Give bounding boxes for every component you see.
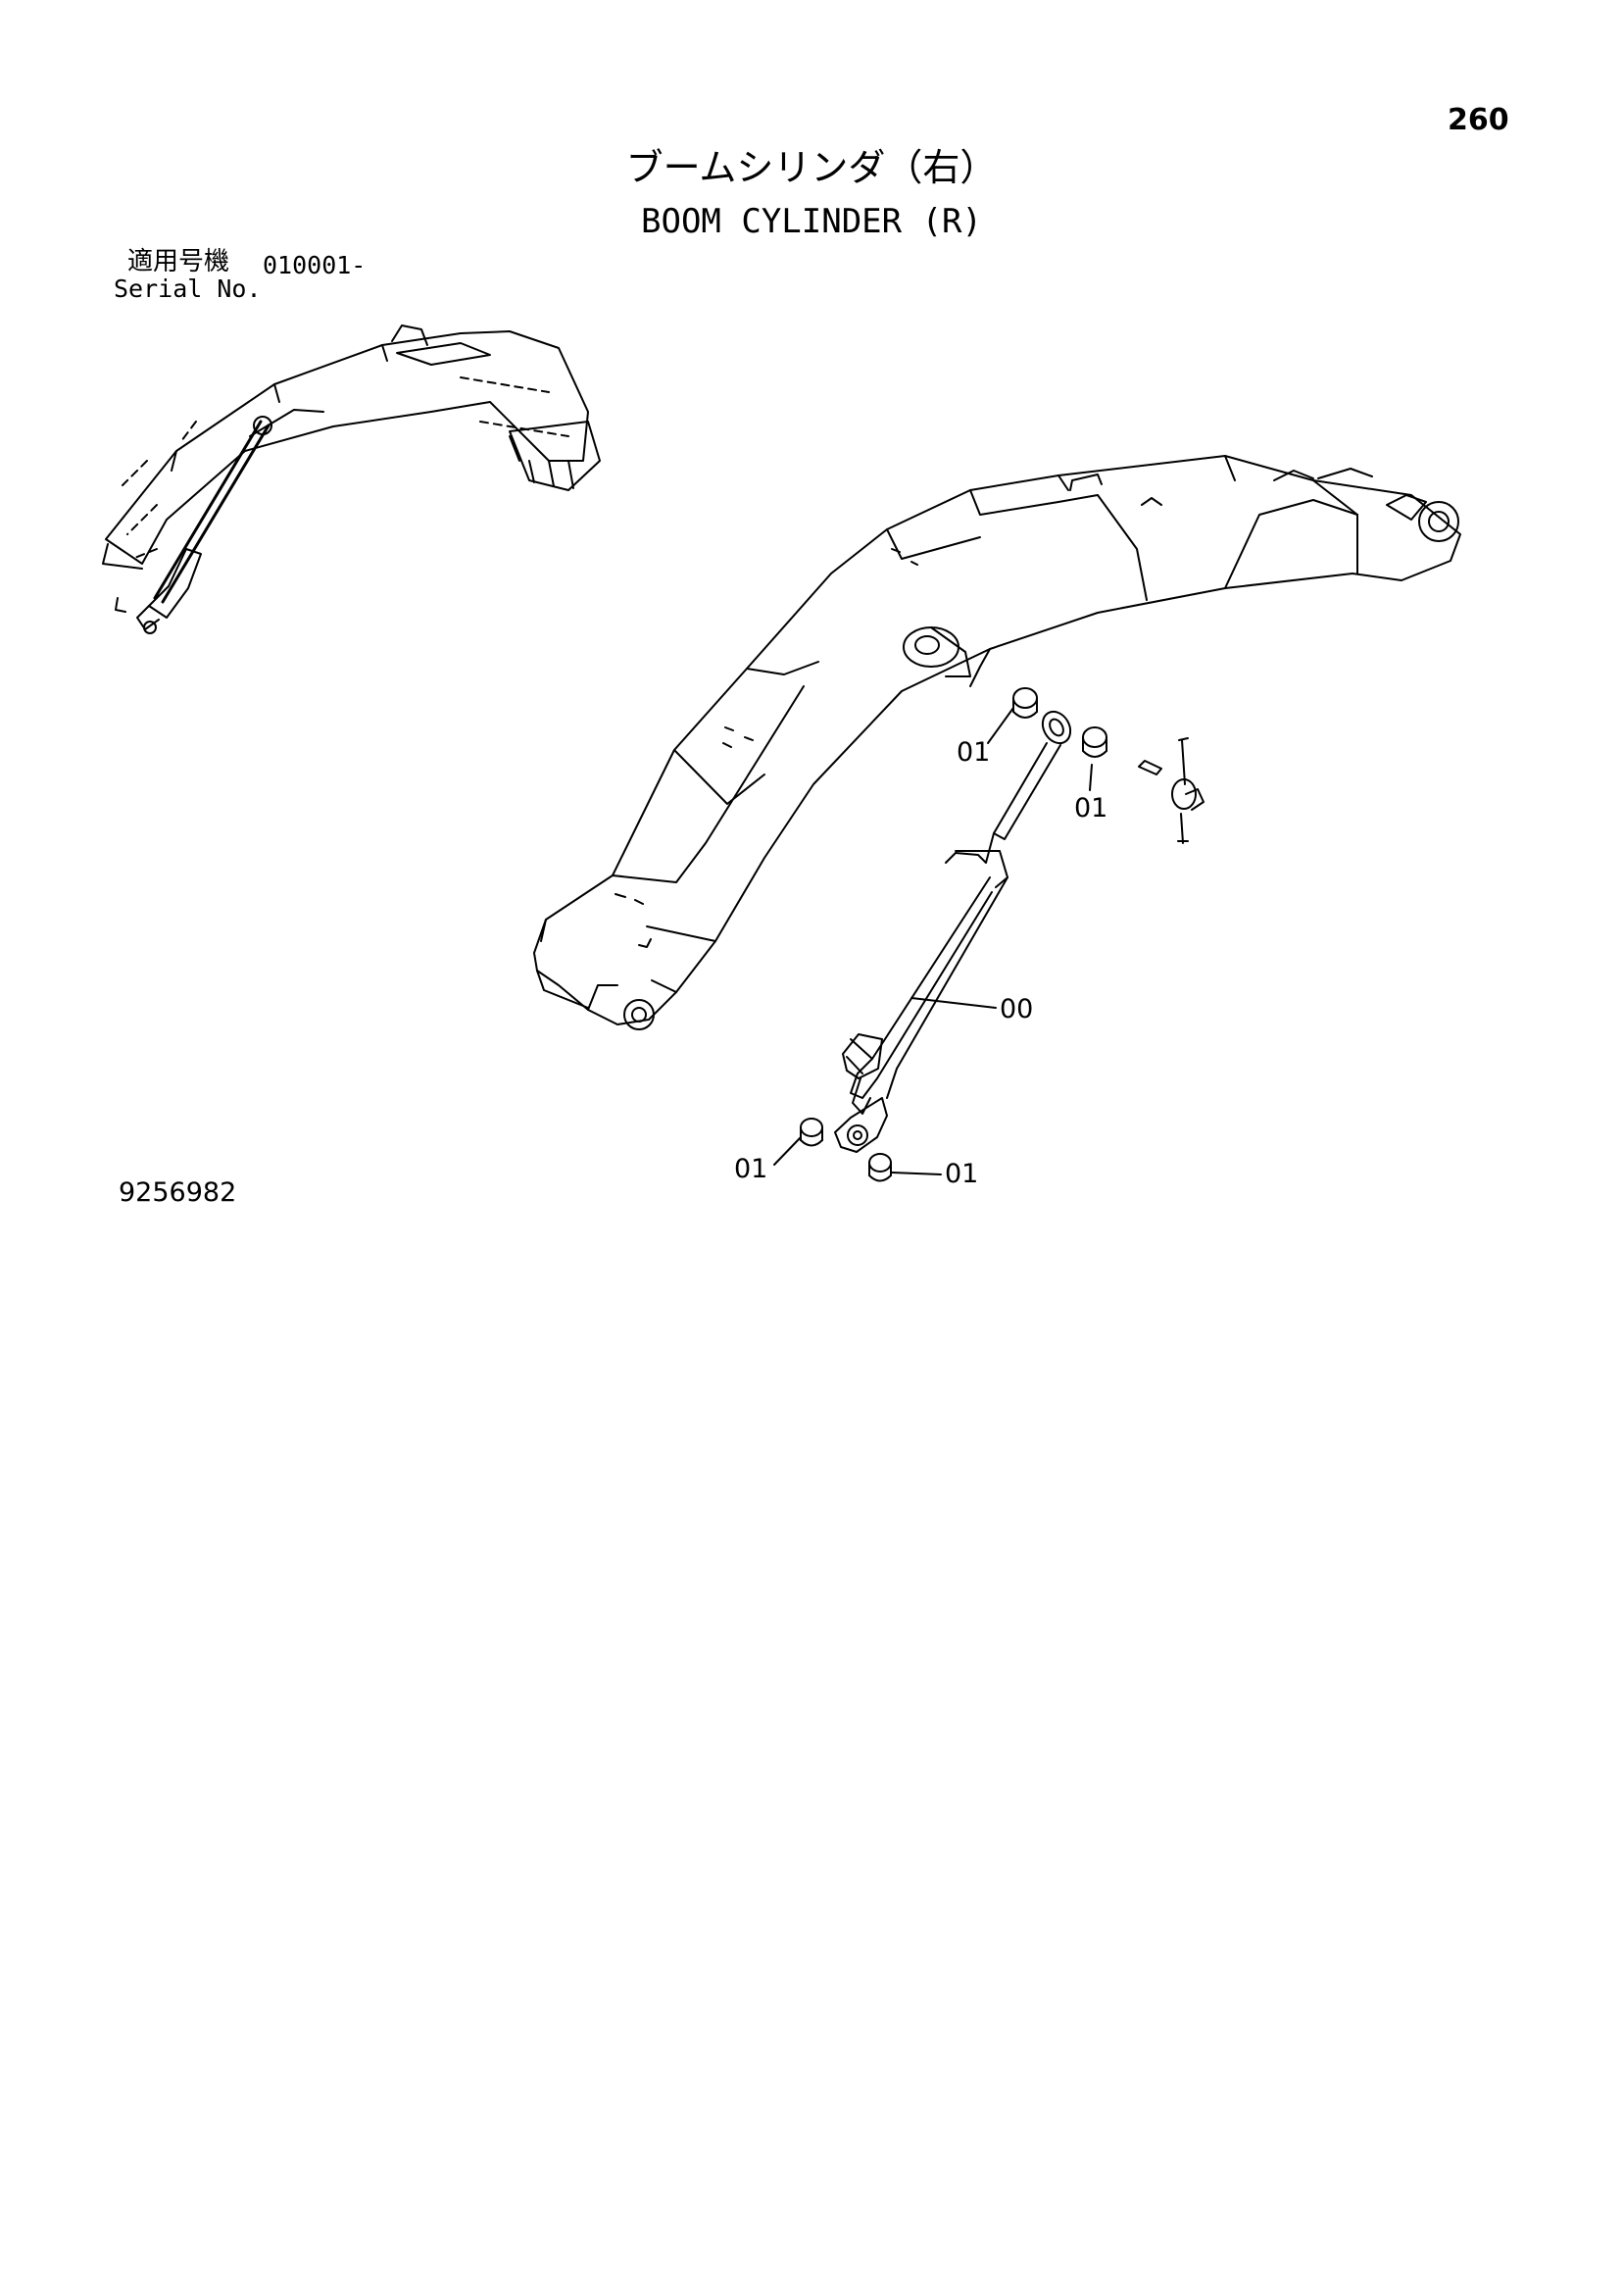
bushing-upper-right <box>1083 727 1107 757</box>
callout-label-upper-right-bushing: 01 <box>1074 793 1108 824</box>
boom-cylinder <box>835 707 1076 1152</box>
bushing-lower-left <box>801 1119 822 1146</box>
attachment-overview-inset <box>103 325 600 633</box>
page-number: 260 <box>1448 103 1509 137</box>
page-title-japanese: ブームシリンダ（右） <box>625 146 998 189</box>
callout-label-upper-left-bushing: 01 <box>957 737 991 768</box>
leader-lines <box>774 708 1092 1174</box>
callout-label-cylinder: 00 <box>1000 994 1034 1024</box>
callout-label-lower-right-bushing: 01 <box>945 1159 979 1189</box>
bushing-upper-left <box>1013 688 1037 718</box>
serial-label-english: Serial No. <box>114 275 262 303</box>
page-title-english: BOOM CYLINDER (R) <box>641 202 982 241</box>
serial-label-japanese: 適用号機 <box>127 247 230 276</box>
callout-label-lower-left-bushing: 01 <box>734 1154 768 1184</box>
drawing-number: 9256982 <box>119 1177 237 1208</box>
bushing-lower-right <box>869 1154 891 1181</box>
serial-number-value: 010001- <box>263 251 367 279</box>
boom-structure <box>534 456 1460 1029</box>
pin-hardware <box>1139 738 1204 843</box>
